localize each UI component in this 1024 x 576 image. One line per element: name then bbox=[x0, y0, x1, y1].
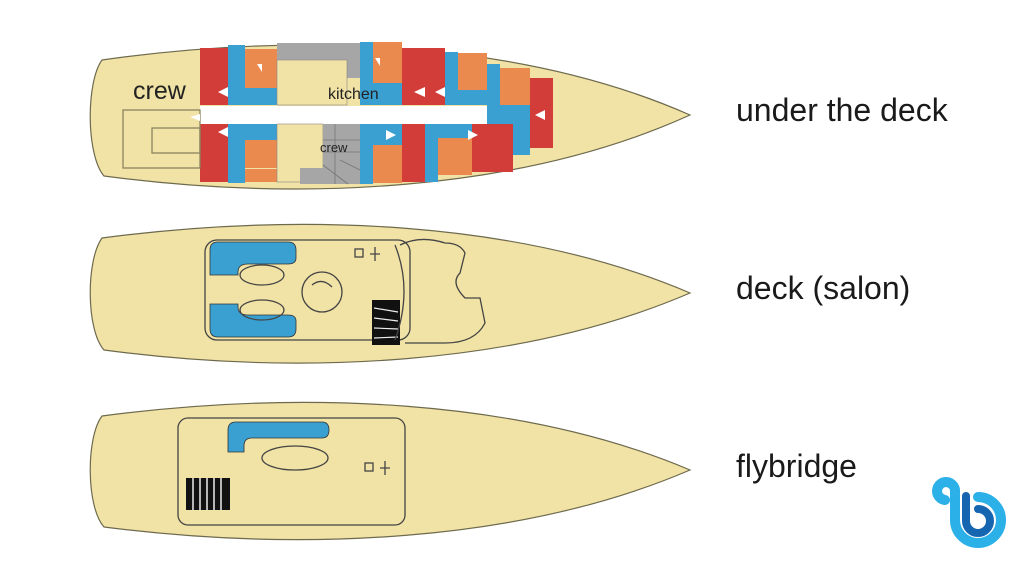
bathroom bbox=[200, 48, 228, 105]
storage bbox=[487, 64, 500, 105]
room-label-kitchen: kitchen bbox=[328, 86, 379, 103]
cabin bbox=[373, 42, 402, 83]
storage bbox=[360, 83, 402, 105]
b-logo bbox=[932, 477, 1006, 548]
cabin bbox=[373, 145, 402, 183]
door-markers bbox=[190, 58, 545, 140]
bathroom bbox=[402, 124, 425, 182]
cabin bbox=[245, 169, 277, 182]
cabin bbox=[458, 53, 487, 90]
table bbox=[239, 299, 285, 321]
wheel-icon bbox=[380, 461, 390, 475]
deck-label-flybridge: flybridge bbox=[736, 448, 857, 484]
table bbox=[261, 445, 329, 471]
helm-icon bbox=[364, 462, 374, 472]
flybridge-outline bbox=[177, 417, 406, 526]
wheel-icon bbox=[370, 247, 380, 261]
storage bbox=[228, 140, 245, 183]
sofa bbox=[209, 241, 297, 276]
round-table bbox=[301, 271, 343, 313]
storage bbox=[277, 43, 360, 60]
hull-flybridge bbox=[89, 401, 692, 541]
bathroom bbox=[402, 48, 425, 105]
storage bbox=[347, 43, 360, 78]
bow-seating-outline bbox=[399, 238, 486, 344]
room-label-crew-mid: crew bbox=[320, 140, 348, 155]
room-label-crew: crew bbox=[133, 77, 187, 105]
corridor bbox=[200, 106, 500, 124]
sofa bbox=[227, 421, 330, 453]
deck-label-under-deck: under the deck bbox=[736, 92, 948, 128]
helm-icon bbox=[354, 248, 364, 258]
cockpit-outline bbox=[204, 239, 411, 341]
cabin bbox=[438, 138, 472, 175]
storage bbox=[228, 88, 277, 105]
storage bbox=[425, 124, 472, 138]
storage bbox=[360, 124, 373, 184]
deck-label-salon: deck (salon) bbox=[736, 270, 911, 306]
storage bbox=[445, 90, 487, 105]
table bbox=[239, 264, 285, 286]
kitchen-room bbox=[276, 59, 348, 106]
storage bbox=[425, 138, 438, 182]
bathroom bbox=[425, 48, 445, 105]
salon-deck-plan bbox=[89, 223, 692, 364]
storage bbox=[300, 168, 323, 184]
storage bbox=[228, 124, 277, 140]
cabin bbox=[245, 140, 277, 168]
bathroom bbox=[472, 124, 513, 172]
under-deck-plan: crew kitchen crew bbox=[89, 42, 692, 190]
flybridge-plan bbox=[89, 401, 692, 541]
storage bbox=[513, 124, 530, 155]
stairs bbox=[323, 124, 360, 184]
cabin bbox=[500, 68, 530, 105]
